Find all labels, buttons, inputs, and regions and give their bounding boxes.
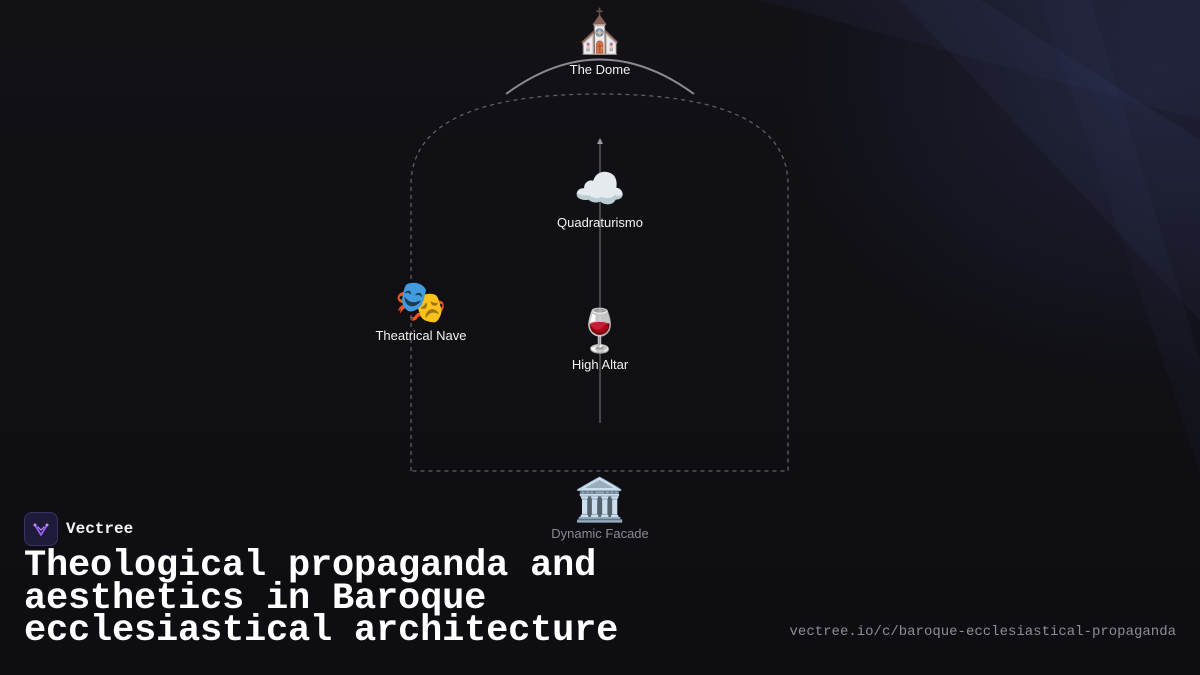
page-title: Theological propaganda and aesthetics in… [24,545,619,652]
node-label: High Altar [571,357,629,372]
church-icon: ⛪ [573,8,627,55]
dome-arc [505,58,695,95]
node-high-altar: 🍷 High Altar [520,307,680,372]
vectree-logo-icon [24,512,58,546]
node-label: Quadraturismo [557,215,643,230]
axis-arrowhead [597,138,603,144]
theater-masks-icon: 🎭 [394,278,448,325]
node-dynamic-facade: 🏛️ Dynamic Facade [520,476,680,541]
source-url: vectree.io/c/baroque-ecclesiastical-prop… [789,624,1176,640]
node-label: The Dome [569,62,631,77]
node-label: Dynamic Facade [551,526,649,541]
node-theatrical-nave: 🎭 Theatrical Nave [341,278,501,343]
classical-building-icon: 🏛️ [573,476,627,523]
node-the-dome: ⛪ The Dome [520,8,680,77]
node-quadraturismo: ☁️ Quadraturismo [520,165,680,230]
wine-glass-icon: 🍷 [573,307,627,354]
brand-name: Vectree [66,520,134,538]
brand: Vectree [24,512,133,546]
cloud-icon: ☁️ [573,165,627,212]
node-label: Theatrical Nave [375,328,467,343]
